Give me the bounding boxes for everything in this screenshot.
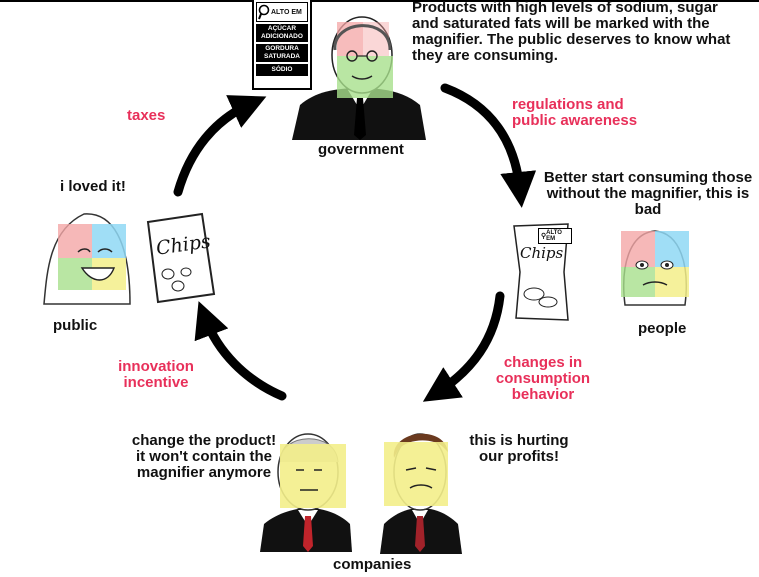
- people-face: [621, 230, 689, 306]
- warning-label-panel: ALTO EM AÇÚCAR ADICIONADO GORDURA SATURA…: [252, 0, 312, 90]
- people-label: people: [638, 320, 687, 337]
- chips-bag-outline: [513, 223, 569, 321]
- people-chips-brand: Chips: [520, 244, 564, 262]
- public-face: [43, 213, 131, 305]
- magnifier-icon: [258, 4, 270, 20]
- companies-left-statement: change the product! it won't contain the…: [131, 432, 277, 481]
- arrow-changes: [422, 291, 505, 402]
- chips-bag-tilted: [146, 212, 216, 304]
- people-chips-bag: Chips ⚲ ALTO EM: [510, 222, 572, 322]
- arrow-innovation: [194, 301, 287, 401]
- arrow-regulations: [440, 83, 537, 208]
- warning-item-fat: GORDURA SATURADA: [256, 44, 308, 62]
- people-chips-warning: ⚲ ALTO EM: [538, 228, 572, 244]
- mini-magnifier-icon: ⚲: [541, 233, 547, 240]
- public-label: public: [53, 317, 98, 334]
- warning-header: ALTO EM: [256, 2, 308, 22]
- government-label: government: [318, 141, 404, 158]
- top-border-line: [0, 0, 759, 2]
- taxes-label: taxes: [127, 107, 166, 124]
- regulations-label: regulations and public awareness: [512, 96, 638, 129]
- companies-right-statement: this is hurting our profits!: [469, 432, 569, 465]
- warning-item-sugar: AÇÚCAR ADICIONADO: [256, 24, 308, 42]
- innovation-label: innovation incentive: [118, 358, 194, 391]
- people-statement: Better start consuming those without the…: [543, 169, 753, 218]
- changes-label: changes in consumption behavior: [495, 354, 591, 403]
- warning-item-sodium: SÓDIO: [256, 64, 308, 76]
- warning-header-text: ALTO EM: [271, 8, 302, 16]
- companies-label: companies: [333, 556, 412, 573]
- arrow-taxes: [173, 95, 267, 197]
- company-executive-left: [260, 433, 352, 552]
- public-statement: i loved it!: [60, 178, 126, 195]
- public-chips-bag: Chips: [138, 212, 218, 304]
- company-executive-right: [380, 433, 462, 554]
- government-figure: [292, 16, 426, 140]
- government-statement: Products with high levels of sodium, sug…: [412, 0, 731, 64]
